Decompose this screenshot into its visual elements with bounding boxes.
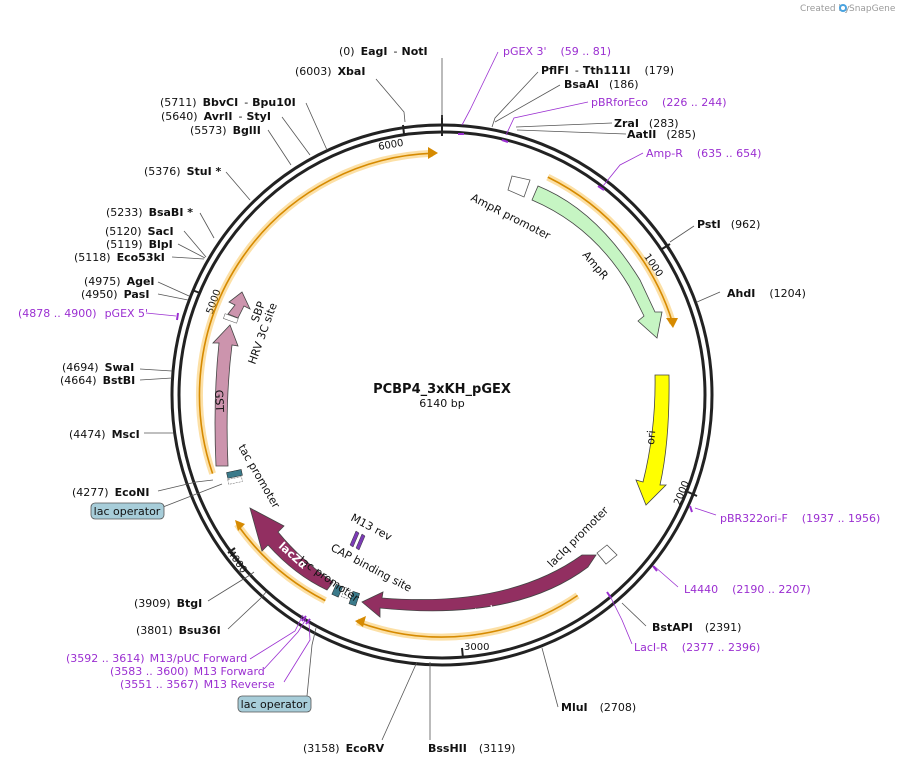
lacza-gene[interactable] bbox=[249, 507, 334, 591]
site-label-bstbi[interactable]: (4664)BstBI bbox=[60, 374, 135, 387]
laciq-promoter-arrow[interactable] bbox=[596, 544, 618, 565]
primer-label-pgex3[interactable]: pGEX 3'(59 .. 81) bbox=[503, 45, 611, 58]
lac-operator-box-2[interactable] bbox=[226, 469, 243, 479]
primer-label-m13-forward[interactable]: (3583 .. 3600)M13 Forward bbox=[110, 665, 265, 678]
gst-gene[interactable] bbox=[212, 324, 239, 467]
site-label-psti[interactable]: PstI(962) bbox=[697, 218, 760, 231]
site-label-xbai[interactable]: (6003)XbaI bbox=[295, 65, 365, 78]
ampr-promoter-arrow[interactable] bbox=[507, 175, 531, 198]
site-leaders bbox=[139, 58, 721, 741]
site-label-bstapi[interactable]: BstAPI(2391) bbox=[652, 621, 741, 634]
orf-arcs bbox=[196, 147, 678, 641]
lac-operator-label-2: lac operator bbox=[241, 698, 308, 711]
cap-binding-site-box[interactable] bbox=[331, 583, 344, 598]
primer-labels: pGEX 3'(59 .. 81) pBRforEco(226 .. 244) … bbox=[18, 45, 880, 691]
lac-operator-box-1[interactable] bbox=[348, 591, 360, 607]
plasmid-name: PCBP4_3xKH_pGEX bbox=[373, 382, 511, 397]
primer-label-ampr[interactable]: Amp-R(635 .. 654) bbox=[646, 147, 761, 160]
primer-label-m13-reverse[interactable]: (3551 .. 3567)M13 Reverse bbox=[120, 678, 275, 691]
tac-promoter-box[interactable] bbox=[227, 476, 243, 485]
site-label-zrai[interactable]: ZraI(283) bbox=[614, 117, 679, 130]
site-label-swai[interactable]: (4694)SwaI bbox=[62, 361, 134, 374]
site-label-msci[interactable]: (4474)MscI bbox=[69, 428, 140, 441]
primer-label-m13-puc-forward[interactable]: (3592 .. 3614)M13/pUC Forward bbox=[66, 652, 247, 665]
site-label-btgi[interactable]: (3909)BtgI bbox=[134, 597, 202, 610]
primer-label-pbr322ori[interactable]: pBR322ori-F(1937 .. 1956) bbox=[720, 512, 880, 525]
tick-6000: 6000 bbox=[377, 138, 404, 153]
feature-label-laci: lacI bbox=[474, 603, 496, 620]
site-label-pasi[interactable]: (4950)PasI bbox=[81, 288, 149, 301]
site-label-agei[interactable]: (4975)AgeI bbox=[84, 275, 155, 288]
site-labels: (0)EagI-NotI (6003)XbaI PflFI-Tth111I(17… bbox=[60, 45, 806, 755]
created-by-text: Created by bbox=[800, 4, 850, 14]
plasmid-size: 6140 bp bbox=[419, 397, 464, 410]
site-label-eagi[interactable]: (0)EagI-NotI bbox=[339, 45, 428, 58]
site-label-bsabi[interactable]: (5233)BsaBI * bbox=[106, 206, 193, 219]
m13-rev-mark-1[interactable] bbox=[349, 530, 360, 548]
site-label-bsaai[interactable]: BsaAI(186) bbox=[564, 78, 639, 91]
snapgene-logo-icon bbox=[839, 4, 847, 12]
primer-leaders bbox=[145, 51, 717, 683]
lac-operator-badge-2[interactable]: lac operator bbox=[237, 627, 317, 713]
primer-label-pgex5[interactable]: (4878 .. 4900)pGEX 5' bbox=[18, 307, 148, 320]
site-label-eco53ki[interactable]: (5118)Eco53kI bbox=[74, 251, 165, 264]
lac-promoter-box[interactable] bbox=[341, 586, 351, 600]
feature-label-gst: GST bbox=[212, 389, 226, 412]
m13-rev-mark-2[interactable] bbox=[355, 533, 366, 551]
site-label-blpi[interactable]: (5119)BlpI bbox=[106, 238, 173, 251]
site-label-bsu36i[interactable]: (3801)Bsu36I bbox=[136, 624, 221, 637]
laci-gene[interactable] bbox=[361, 554, 597, 618]
site-label-bsshii[interactable]: BssHII(3119) bbox=[428, 742, 515, 755]
primer-label-l4440[interactable]: L4440(2190 .. 2207) bbox=[684, 583, 811, 596]
site-label-aatii[interactable]: AatII(285) bbox=[627, 128, 696, 141]
site-label-stui[interactable]: (5376)StuI * bbox=[144, 165, 222, 178]
tick-3000: 3000 bbox=[464, 642, 489, 653]
lac-operator-badge-1[interactable]: lac operator bbox=[90, 483, 223, 520]
site-label-saci[interactable]: (5120)SacI bbox=[105, 225, 174, 238]
feature-label-tac-promoter: tac promoter bbox=[235, 442, 282, 511]
sbp-tag[interactable] bbox=[227, 291, 251, 319]
snapgene-brand: SnapGene bbox=[849, 4, 896, 14]
site-label-pflfi[interactable]: PflFI-Tth111I(179) bbox=[541, 64, 674, 77]
site-label-bglii[interactable]: (5573)BglII bbox=[190, 124, 261, 137]
site-label-avrii[interactable]: (5640)AvrII-StyI bbox=[161, 110, 271, 123]
site-label-econi[interactable]: (4277)EcoNI bbox=[72, 486, 149, 499]
feature-label-ori: ori bbox=[644, 430, 658, 445]
ampr-gene[interactable] bbox=[531, 185, 663, 339]
site-label-ecorv[interactable]: (3158)EcoRV bbox=[303, 742, 385, 755]
ori-feature[interactable] bbox=[635, 374, 670, 506]
site-label-bbvci[interactable]: (5711)BbvCI-Bpu10I bbox=[160, 96, 296, 109]
lac-operator-label-1: lac operator bbox=[94, 505, 161, 518]
primer-label-laci-r[interactable]: LacI-R(2377 .. 2396) bbox=[634, 641, 760, 654]
site-label-mlui[interactable]: MluI(2708) bbox=[561, 701, 636, 714]
hrv-3c-box[interactable] bbox=[223, 313, 239, 324]
site-label-ahdi[interactable]: AhdI(1204) bbox=[727, 287, 806, 300]
primer-label-pbrforeco[interactable]: pBRforEco(226 .. 244) bbox=[591, 96, 727, 109]
